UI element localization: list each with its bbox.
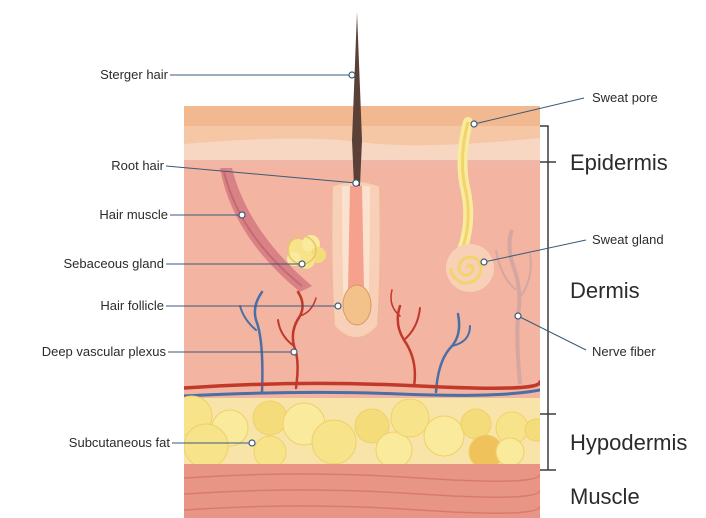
label-hair-muscle: Hair muscle bbox=[99, 207, 168, 223]
layer-epidermis: Epidermis bbox=[570, 150, 668, 176]
label-hair-follicle: Hair follicle bbox=[100, 298, 164, 314]
epidermis-top bbox=[184, 106, 540, 126]
layer-muscle: Muscle bbox=[570, 484, 640, 510]
label-sterger-hair: Sterger hair bbox=[100, 67, 168, 83]
label-sebaceous-gland: Sebaceous gland bbox=[64, 256, 164, 272]
label-nerve-fiber: Nerve fiber bbox=[592, 344, 656, 360]
label-sweat-gland: Sweat gland bbox=[592, 232, 664, 248]
layer-hypodermis: Hypodermis bbox=[570, 430, 687, 456]
sweat-gland-coil bbox=[446, 244, 494, 292]
label-subcutaneous-fat: Subcutaneous fat bbox=[69, 435, 170, 451]
layer-dermis: Dermis bbox=[570, 278, 640, 304]
label-root-hair: Root hair bbox=[111, 158, 164, 174]
hair-bulb bbox=[343, 285, 371, 325]
label-sweat-pore: Sweat pore bbox=[592, 90, 658, 106]
layer-brackets bbox=[540, 126, 556, 470]
label-deep-vascular-plexus: Deep vascular plexus bbox=[42, 344, 166, 360]
hair-shaft bbox=[352, 12, 362, 186]
